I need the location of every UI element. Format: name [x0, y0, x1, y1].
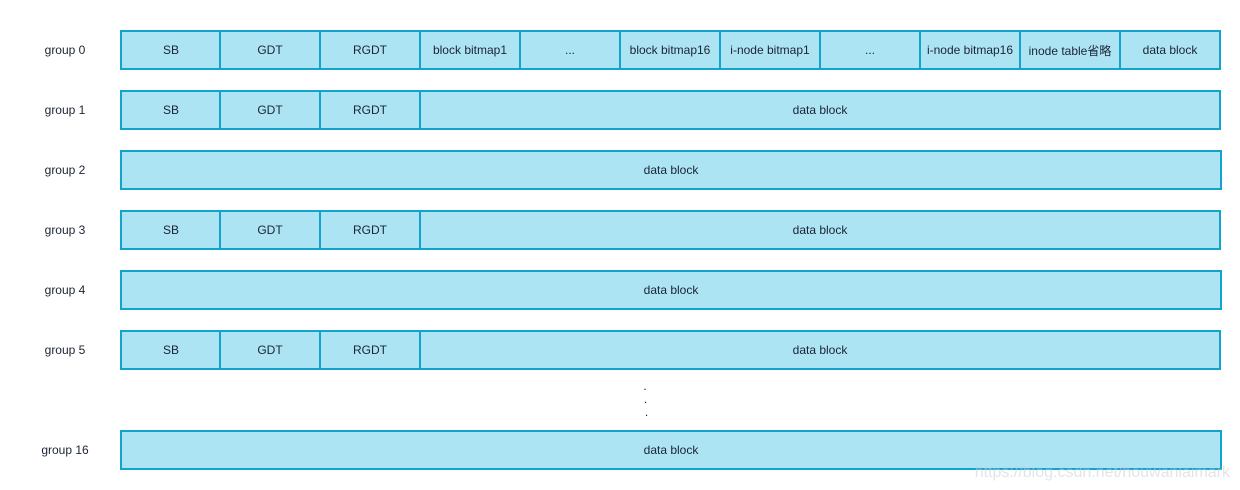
block-cell: data block: [120, 430, 1222, 470]
block-cell: RGDT: [319, 90, 421, 130]
block-cell: ...: [819, 30, 921, 70]
ellipsis-dots: . . .: [630, 380, 660, 424]
block-cell: SB: [120, 30, 222, 70]
block-cell: ...: [519, 30, 621, 70]
block-cell: data block: [419, 90, 1221, 130]
block-cell: data block: [1119, 30, 1221, 70]
block-cell: RGDT: [319, 30, 421, 70]
block-cell: GDT: [219, 210, 321, 250]
group-label: group 2: [44, 163, 86, 177]
group-label: group 16: [41, 443, 89, 457]
block-cell: data block: [120, 270, 1222, 310]
block-cell: RGDT: [319, 210, 421, 250]
group-label: group 5: [44, 343, 86, 357]
block-cell: data block: [120, 150, 1222, 190]
block-cell: GDT: [219, 90, 321, 130]
group-label: group 4: [44, 283, 86, 297]
block-cell: GDT: [219, 330, 321, 370]
block-cell: SB: [120, 90, 222, 130]
block-cell: data block: [419, 210, 1221, 250]
group-label: group 1: [44, 103, 86, 117]
block-cell: inode table省略: [1019, 30, 1121, 70]
block-cell: i-node bitmap16: [919, 30, 1021, 70]
block-cell: block bitmap1: [419, 30, 521, 70]
block-cell: SB: [120, 210, 222, 250]
watermark: https://blog.csdn.net/houwanlaimark: [974, 464, 1230, 481]
block-cell: SB: [120, 330, 222, 370]
group-label: group 0: [44, 43, 86, 57]
block-cell: RGDT: [319, 330, 421, 370]
block-cell: block bitmap16: [619, 30, 721, 70]
block-cell: GDT: [219, 30, 321, 70]
block-cell: i-node bitmap1: [719, 30, 821, 70]
ellipsis-dot: .: [643, 392, 648, 406]
group-label: group 3: [44, 223, 86, 237]
ellipsis-dot: .: [644, 405, 649, 419]
block-cell: data block: [419, 330, 1221, 370]
ellipsis-dot: .: [643, 379, 647, 393]
